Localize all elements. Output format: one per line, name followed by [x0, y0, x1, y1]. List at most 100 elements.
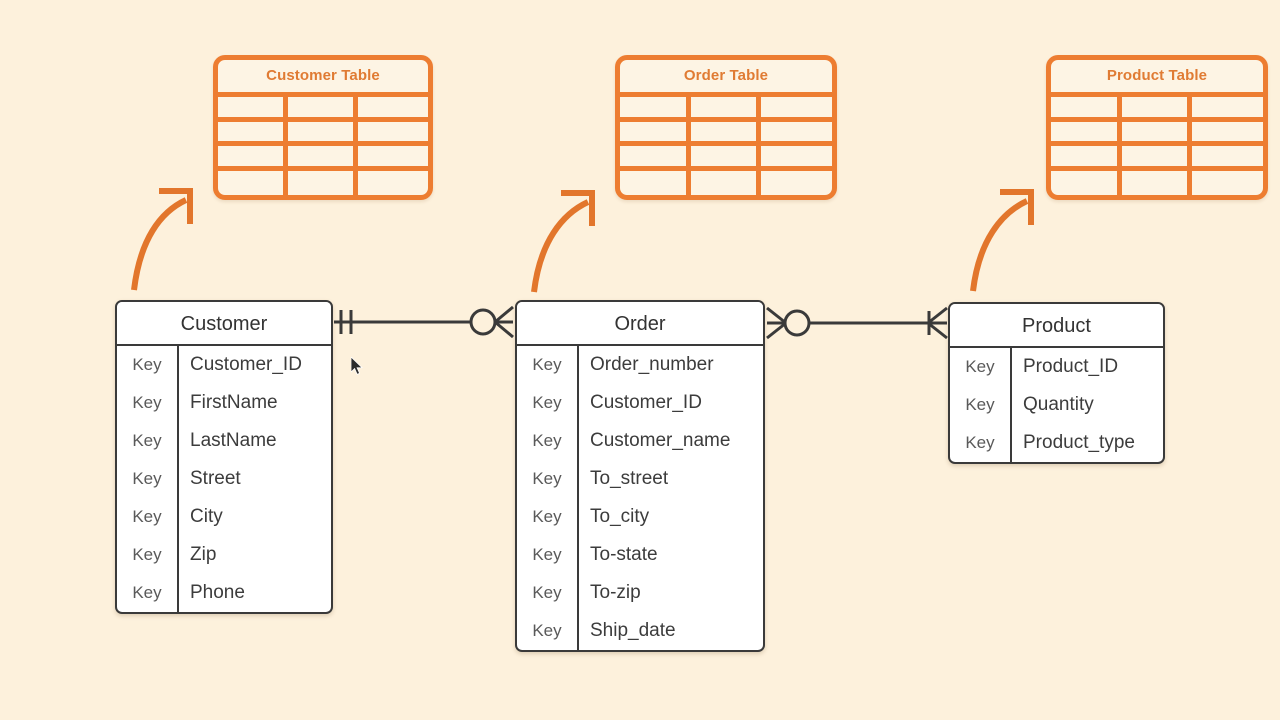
relational-table-title: Product Table: [1106, 67, 1208, 84]
attribute-key-label: Key: [950, 424, 1012, 462]
annotation-arrow-product: [970, 189, 1034, 292]
attribute-key-label: Key: [117, 384, 179, 422]
mouse-cursor: [351, 357, 363, 375]
relational-table-cell: [1051, 121, 1122, 146]
cardinality-zero-circle: [783, 309, 811, 337]
relational-table-cell: [761, 122, 832, 146]
relational-table-cell: [691, 170, 762, 195]
relational-table-grid: [218, 92, 428, 195]
attribute-key-label: Key: [117, 346, 179, 384]
attribute-row[interactable]: Key To_city: [517, 498, 763, 536]
relational-table-cell: [761, 97, 832, 122]
relational-table-cell: [620, 97, 691, 122]
attribute-row[interactable]: Key To-zip: [517, 574, 763, 612]
relational-table-grid: [620, 92, 832, 195]
relational-table-cell: [1192, 146, 1263, 171]
relational-table-cell: [761, 146, 832, 171]
relational-table: Product Table: [1046, 55, 1268, 200]
relational-table-cell: [690, 97, 762, 122]
relational-table-cell: [218, 146, 288, 171]
relational-table-cell: [1192, 97, 1263, 122]
attribute-name: To-state: [590, 544, 658, 565]
attribute-name: Order_number: [590, 354, 714, 375]
relational-table: Order Table: [615, 55, 837, 200]
attribute-name: Phone: [190, 582, 245, 603]
relational-table-cell: [1051, 146, 1122, 171]
relational-table-cell: [1192, 171, 1263, 196]
attribute-name: Customer_ID: [190, 354, 302, 375]
attribute-row[interactable]: Key FirstName: [117, 384, 331, 422]
attribute-key-label: Key: [117, 498, 179, 536]
attribute-name: LastName: [190, 430, 277, 451]
attribute-key-label: Key: [517, 346, 579, 384]
attribute-name: FirstName: [190, 392, 278, 413]
relational-table-cell: [620, 170, 691, 195]
attribute-name: Street: [190, 468, 241, 489]
relational-table-cell: [1121, 97, 1193, 122]
attribute-row[interactable]: Key Quantity: [950, 386, 1163, 424]
relational-table-cell: [288, 121, 358, 146]
relational-table-cell: [1121, 121, 1193, 146]
attribute-key-label: Key: [117, 460, 179, 498]
attribute-row[interactable]: Key Product_ID: [950, 348, 1163, 386]
attribute-row[interactable]: Key Customer_name: [517, 422, 763, 460]
cardinality-many-crowsfoot-order: [766, 306, 787, 340]
attribute-name: Quantity: [1023, 394, 1094, 415]
relational-table-cell: [358, 97, 428, 122]
relational-table-cell: [358, 146, 428, 171]
relational-table-grid: [1051, 92, 1263, 195]
relational-table-title: Order Table: [683, 67, 769, 84]
attribute-name: Product_ID: [1023, 356, 1119, 377]
attribute-name: To_city: [590, 506, 650, 527]
attribute-row[interactable]: Key LastName: [117, 422, 331, 460]
relational-table-cell: [358, 171, 428, 196]
attribute-name: Customer_name: [590, 430, 731, 451]
attribute-row[interactable]: Key Customer_ID: [117, 346, 331, 384]
cardinality-many-crowsfoot-product: [927, 306, 948, 340]
relational-table-cell: [690, 121, 762, 146]
attribute-key-label: Key: [950, 386, 1012, 424]
relational-table-cell: [288, 97, 358, 122]
relationship-order-product: [766, 306, 948, 340]
attribute-key-label: Key: [517, 498, 579, 536]
attribute-key-label: Key: [950, 348, 1012, 386]
attribute-name: Ship_date: [590, 620, 676, 641]
attribute-key-label: Key: [517, 612, 579, 650]
relational-table-cell: [620, 146, 691, 171]
attribute-name: To_street: [590, 468, 669, 489]
attribute-row[interactable]: Key Street: [117, 460, 331, 498]
relational-table-cell: [1051, 170, 1122, 195]
attribute-key-label: Key: [117, 536, 179, 574]
attribute-row[interactable]: Key Order_number: [517, 346, 763, 384]
relational-table-title: Customer Table: [266, 67, 380, 84]
relational-table-cell: [690, 146, 762, 171]
entity-title: Product: [950, 304, 1163, 348]
attribute-name: To-zip: [590, 582, 641, 603]
attribute-key-label: Key: [117, 422, 179, 460]
annotation-arrow-customer: [131, 188, 193, 291]
attribute-key-label: Key: [517, 574, 579, 612]
annotation-arrow-order: [531, 190, 595, 293]
relational-table-cell: [1051, 97, 1122, 122]
relational-table-cell: [761, 171, 832, 196]
attribute-row[interactable]: Key Ship_date: [517, 612, 763, 650]
attribute-key-label: Key: [517, 422, 579, 460]
attribute-name: Customer_ID: [590, 392, 702, 413]
relational-table-cell: [288, 170, 358, 195]
attribute-name: Zip: [190, 544, 217, 565]
entity-title: Customer: [117, 302, 331, 346]
relational-table-cell: [218, 97, 288, 122]
relational-table-cell: [620, 121, 691, 146]
attribute-row[interactable]: Key Zip: [117, 536, 331, 574]
attribute-name: Product_type: [1023, 432, 1135, 453]
attribute-row[interactable]: Key Product_type: [950, 424, 1163, 462]
